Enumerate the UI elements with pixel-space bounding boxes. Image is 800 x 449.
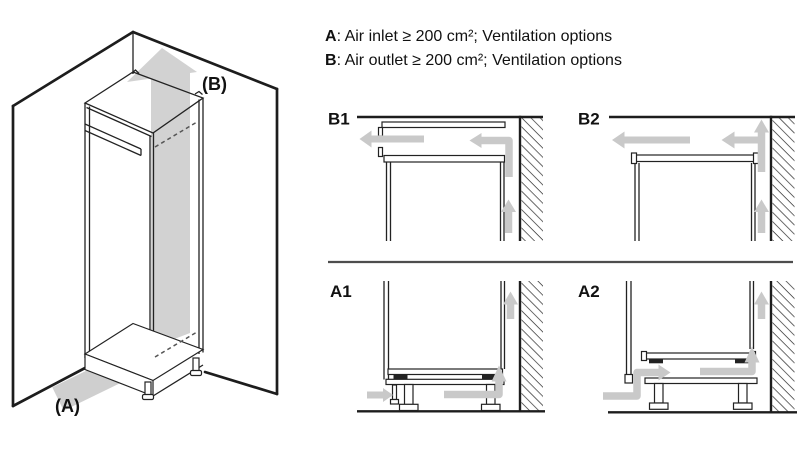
panel-b2: B2	[578, 110, 795, 241]
panel-a1: A1	[330, 281, 545, 413]
airflow-arrows	[359, 130, 516, 233]
panel-b1: B1	[328, 110, 543, 241]
iso-inlet-label: (A)	[55, 396, 80, 416]
airflow-arrows	[367, 291, 518, 402]
airflow-arrows	[603, 291, 769, 400]
header-line2-text: : Air outlet ≥ 200 cm²; Ventilation opti…	[336, 52, 622, 69]
hidden-edge-top	[154, 121, 198, 148]
room-corner	[11, 30, 279, 408]
airflow-arrows	[612, 119, 769, 233]
panel-a1-label: A1	[330, 282, 352, 301]
header-line1-prefix: A	[325, 28, 337, 45]
panel-a2: A2	[578, 281, 797, 414]
header-line-air-inlet: A: Air inlet ≥ 200 cm²; Ventilation opti…	[325, 25, 612, 49]
cabinet-section	[624, 281, 758, 410]
cabinet-niche	[83, 69, 205, 397]
hidden-edge-bottom	[154, 331, 198, 358]
header-line2-prefix: B	[325, 52, 337, 69]
iso-outlet-label: (B)	[202, 74, 227, 94]
panel-a2-label: A2	[578, 282, 600, 301]
air-outlet-arrow	[127, 48, 197, 348]
header-line-air-outlet: B: Air outlet ≥ 200 cm²; Ventilation opt…	[325, 49, 622, 73]
panel-b1-label: B1	[328, 110, 350, 129]
cabinet-section	[377, 121, 506, 241]
panel-b2-label: B2	[578, 110, 600, 129]
cabinet-section	[630, 152, 760, 241]
header-line1-text: : Air inlet ≥ 200 cm²; Ventilation optio…	[336, 28, 613, 45]
adjustable-feet	[141, 357, 203, 401]
iso-view: (B) (A)	[11, 30, 279, 416]
